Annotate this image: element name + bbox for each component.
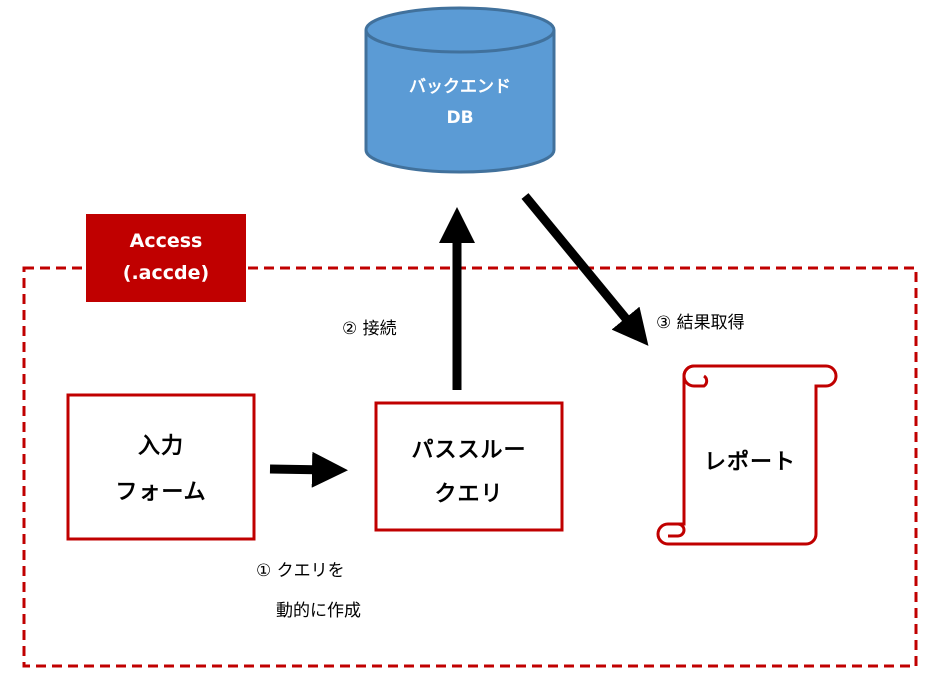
- report-label: レポート: [703, 450, 796, 475]
- database-cylinder: [364, 6, 556, 174]
- pass-through-query-box: [374, 401, 564, 532]
- query-label-line2: クエリ: [434, 482, 504, 507]
- database-label-line1: バックエンド: [409, 77, 511, 97]
- access-boundary: [22, 266, 918, 668]
- access-tag-line2: (.accde): [122, 262, 210, 284]
- step1-label-line1: ① クエリを: [256, 561, 345, 581]
- step2-label: ② 接続: [342, 319, 397, 339]
- input-form-label-line2: フォーム: [115, 480, 207, 505]
- step3-label: ③ 結果取得: [656, 313, 745, 333]
- arrow-db-to-report: [521, 193, 649, 346]
- query-label-line1: パススルー: [411, 438, 527, 463]
- step1-label-line2: 動的に作成: [276, 601, 361, 621]
- input-form-box: [66, 393, 256, 541]
- input-form-label-line1: 入力: [137, 434, 184, 459]
- database-label-line2: DB: [446, 108, 474, 128]
- arrow-form-to-query: [269, 451, 348, 488]
- report-scroll: [656, 364, 838, 546]
- access-tag-line1: Access: [129, 230, 203, 252]
- access-tag-box: [86, 214, 246, 302]
